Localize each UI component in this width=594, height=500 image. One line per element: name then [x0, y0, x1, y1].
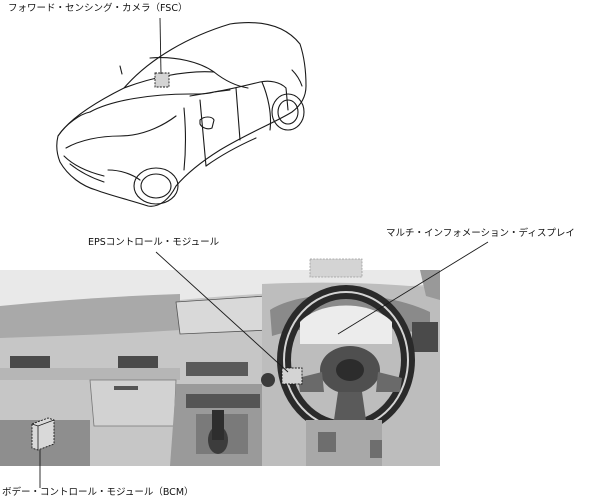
fsc-location-box — [154, 72, 170, 88]
label-eps-control-module: EPSコントロール・モジュール — [88, 237, 220, 248]
eps-leader-line — [155, 251, 289, 373]
bcm-location-box — [31, 417, 55, 451]
eps-location-box — [281, 367, 303, 385]
multi-display-leader-line — [337, 241, 489, 335]
label-body-control-module: ボデー・コントロール・モジュール（BCM） — [2, 487, 194, 498]
dashboard-illustration — [0, 270, 440, 466]
car-illustration — [56, 22, 307, 207]
fsc-leader-line — [159, 17, 162, 75]
label-forward-sensing-camera: フォワード・センシング・カメラ（FSC） — [8, 3, 188, 14]
label-multi-information-display: マルチ・インフォメーション・ディスプレイ — [386, 228, 575, 239]
multi-display-location-box — [309, 258, 363, 278]
